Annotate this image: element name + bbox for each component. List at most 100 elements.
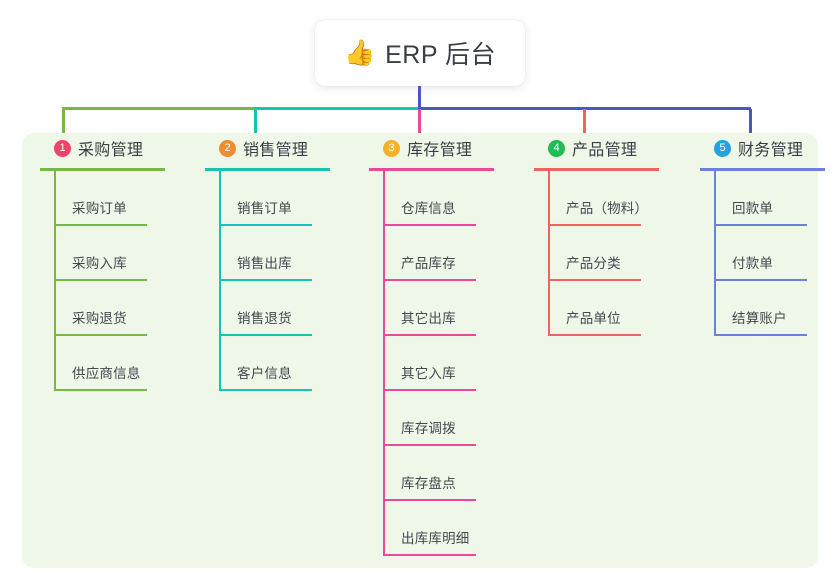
branch-number-badge: 2 (219, 139, 236, 157)
menu-item[interactable]: 出库库明细 (383, 501, 494, 556)
branch-items-finance-management: 回款单付款单结算账户 (714, 171, 825, 336)
menu-item[interactable]: 库存盘点 (383, 446, 494, 501)
menu-item-label: 销售出库 (237, 256, 292, 271)
menu-item-underline (219, 389, 312, 391)
thumbs-up-icon: 👍 (343, 38, 376, 67)
branch-header-purchase-management[interactable]: 1 采购管理 (40, 133, 165, 163)
drop-product (583, 109, 586, 135)
menu-item[interactable]: 仓库信息 (383, 171, 494, 226)
menu-item[interactable]: 产品分类 (548, 226, 659, 281)
menu-item-underline (548, 279, 641, 281)
menu-item[interactable]: 产品库存 (383, 226, 494, 281)
menu-item[interactable]: 客户信息 (219, 336, 330, 391)
menu-item-label: 产品分类 (566, 256, 621, 271)
menu-item-underline (383, 444, 476, 446)
branch-number-badge: 1 (54, 139, 71, 157)
menu-item-underline (548, 334, 641, 336)
menu-item-label: 销售订单 (237, 201, 292, 216)
menu-item[interactable]: 回款单 (714, 171, 825, 226)
branch-title: 销售管理 (243, 142, 309, 159)
menu-item[interactable]: 其它入库 (383, 336, 494, 391)
branch-underline (40, 168, 165, 171)
page-title: ERP 后台 (385, 41, 497, 69)
menu-item-underline (383, 224, 476, 226)
menu-item[interactable]: 采购退货 (54, 281, 165, 336)
branch-title: 采购管理 (78, 142, 144, 159)
menu-item-underline (54, 224, 147, 226)
menu-item[interactable]: 销售退货 (219, 281, 330, 336)
bus-teal (254, 107, 429, 110)
menu-item-label: 供应商信息 (72, 366, 141, 381)
menu-item-underline (219, 279, 312, 281)
branch-spine (54, 171, 56, 391)
menu-item-label: 采购订单 (72, 201, 127, 216)
menu-item-label: 付款单 (732, 256, 774, 271)
menu-item-underline (383, 334, 476, 336)
branch-purchase-management: 1 采购管理采购订单采购入库采购退货供应商信息 (40, 133, 165, 391)
menu-item-underline (714, 334, 807, 336)
menu-item-underline (383, 554, 476, 556)
menu-item-label: 采购入库 (72, 256, 127, 271)
menu-item-label: 产品（物料） (566, 201, 649, 216)
menu-item[interactable]: 采购入库 (54, 226, 165, 281)
branch-title: 财务管理 (738, 142, 804, 159)
menu-item[interactable]: 供应商信息 (54, 336, 165, 391)
branch-header-inventory-management[interactable]: 3 库存管理 (369, 133, 494, 163)
branch-number-badge: 3 (383, 139, 400, 157)
branch-underline (534, 168, 659, 171)
trunk-connector (418, 86, 421, 109)
menu-item-underline (383, 279, 476, 281)
menu-item-label: 客户信息 (237, 366, 292, 381)
menu-item-underline (383, 389, 476, 391)
branch-spine (714, 171, 716, 336)
menu-item-label: 回款单 (732, 201, 774, 216)
menu-item[interactable]: 付款单 (714, 226, 825, 281)
branch-header-sales-management[interactable]: 2 销售管理 (205, 133, 330, 163)
menu-item[interactable]: 产品（物料） (548, 171, 659, 226)
menu-item-label: 其它出库 (401, 311, 456, 326)
menu-item-underline (714, 224, 807, 226)
branch-spine (219, 171, 221, 391)
branch-items-sales-management: 销售订单销售出库销售退货客户信息 (219, 171, 330, 391)
branch-number-badge: 4 (548, 139, 565, 157)
menu-item[interactable]: 采购订单 (54, 171, 165, 226)
menu-item-underline (714, 279, 807, 281)
menu-item[interactable]: 产品单位 (548, 281, 659, 336)
menu-item-label: 库存调拨 (401, 421, 456, 436)
menu-item[interactable]: 库存调拨 (383, 391, 494, 446)
branch-items-purchase-management: 采购订单采购入库采购退货供应商信息 (54, 171, 165, 391)
menu-item-label: 库存盘点 (401, 476, 456, 491)
branch-inventory-management: 3 库存管理仓库信息产品库存其它出库其它入库库存调拨库存盘点出库库明细 (369, 133, 494, 556)
branch-items-inventory-management: 仓库信息产品库存其它出库其它入库库存调拨库存盘点出库库明细 (383, 171, 494, 556)
drop-purchase (62, 109, 65, 135)
branch-underline (369, 168, 494, 171)
menu-item[interactable]: 其它出库 (383, 281, 494, 336)
menu-item-label: 出库库明细 (401, 531, 470, 546)
menu-item-label: 产品单位 (566, 311, 621, 326)
menu-item-label: 产品库存 (401, 256, 456, 271)
menu-item-underline (54, 279, 147, 281)
root-node-card[interactable]: 👍 ERP 后台 (315, 20, 525, 86)
menu-item[interactable]: 结算账户 (714, 281, 825, 336)
drop-inventory (418, 109, 421, 135)
menu-item-label: 结算账户 (732, 311, 787, 326)
drop-sales (254, 109, 257, 135)
menu-item[interactable]: 销售订单 (219, 171, 330, 226)
branch-underline (205, 168, 330, 171)
menu-item-underline (54, 389, 147, 391)
branches-panel: 1 采购管理采购订单采购入库采购退货供应商信息 2 销售管理销售订单销售出库销售退货客… (22, 133, 825, 568)
menu-item-underline (548, 224, 641, 226)
menu-item-label: 销售退货 (237, 311, 292, 326)
menu-item[interactable]: 销售出库 (219, 226, 330, 281)
menu-item-underline (219, 224, 312, 226)
menu-item-underline (219, 334, 312, 336)
branch-title: 库存管理 (407, 142, 473, 159)
menu-item-underline (383, 499, 476, 501)
menu-item-label: 仓库信息 (401, 201, 456, 216)
drop-finance (749, 109, 752, 135)
menu-item-underline (54, 334, 147, 336)
